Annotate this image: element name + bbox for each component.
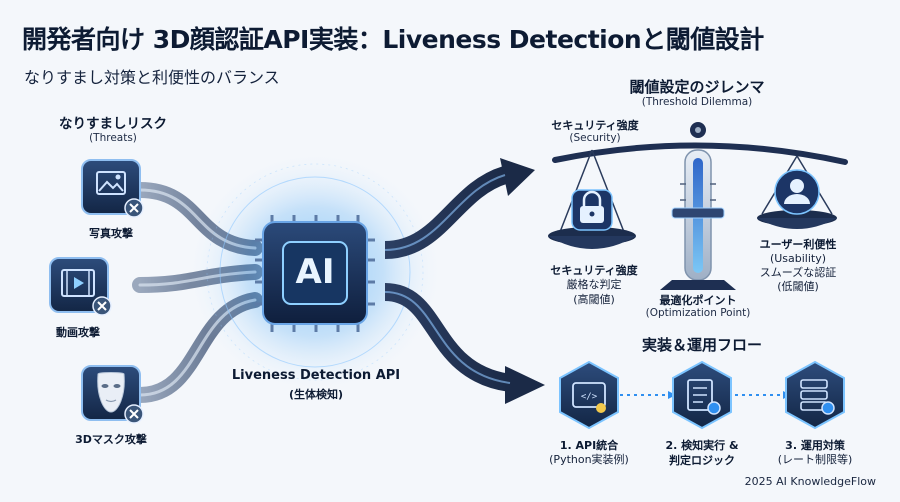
flow-step-1-hex: </> <box>559 360 619 430</box>
output-arrows <box>384 158 545 404</box>
security-label: セキュリティ強度 <box>550 264 638 277</box>
threat-photo-box <box>81 159 144 218</box>
threat-label-photo: 写真攻撃 <box>89 227 133 240</box>
security-line1: 厳格な判定 <box>566 278 622 291</box>
flow-heading: 実装＆運用フロー <box>641 336 763 354</box>
footer-credit: 2025 AI KnowledgeFlow <box>744 475 876 488</box>
threats-heading: なりすましリスク <box>59 116 167 132</box>
flow-step-2-line1: 2. 検知実行 & <box>665 439 739 452</box>
threats-heading-en: (Threats) <box>89 132 137 144</box>
flow-step-3-hex <box>785 360 845 430</box>
chip-text: AI <box>295 252 335 292</box>
lock-icon <box>571 189 613 231</box>
security-top-label: セキュリティ強度 <box>551 119 639 132</box>
core-sublabel: (生体検知) <box>288 388 344 401</box>
threat-label-mask: 3Dマスク攻撃 <box>75 433 147 446</box>
flow-step-3-line1: 3. 運用対策 <box>785 439 845 452</box>
user-icon <box>774 169 820 215</box>
usability-label: ユーザー利便性 <box>759 238 837 251</box>
page-subtitle: なりすまし対策と利便性のバランス <box>24 68 280 87</box>
balance-scale <box>548 122 848 290</box>
threat-mask-box <box>81 365 144 424</box>
security-top-en: (Security) <box>569 132 621 144</box>
flow-step-2-hex <box>672 360 732 430</box>
usability-line1: (Usability) <box>769 252 827 265</box>
optimization-en: (Optimization Point) <box>645 307 751 319</box>
page-title: 開発者向け 3D顔認証API実装：Liveness Detectionと閾値設計 <box>22 25 764 54</box>
dilemma-heading-en: (Threshold Dilemma) <box>641 96 753 108</box>
optimization-label: 最適化ポイント <box>659 294 737 307</box>
flow-step-1-line1: 1. API統合 <box>559 439 619 452</box>
usability-line2: スムーズな認証 <box>759 266 837 279</box>
threat-video-box <box>49 257 112 316</box>
dilemma-heading: 閾値設定のジレンマ <box>629 78 765 96</box>
flow-step-1-line2: (Python実装例) <box>549 453 629 466</box>
flow-step-3-line2: (レート制限等) <box>777 453 853 466</box>
core-label: Liveness Detection API <box>231 368 401 383</box>
ai-chip <box>255 215 375 332</box>
security-line2: (高閾値) <box>573 293 615 306</box>
threat-label-video: 動画攻撃 <box>56 326 100 339</box>
usability-line3: (低閾値) <box>777 280 819 293</box>
svg-text:</>: </> <box>581 392 598 402</box>
flow-step-2-line2: 判定ロジック <box>669 454 735 467</box>
